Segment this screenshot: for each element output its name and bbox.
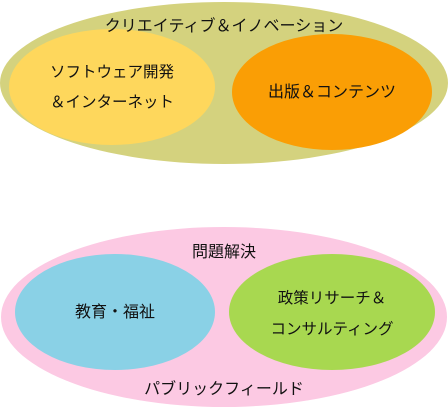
problem-solving-text: 問題解決 <box>191 242 256 261</box>
software-line-1: ソフトウェア開発 <box>49 63 174 81</box>
education-welfare-label: 教育・福祉 <box>15 300 215 324</box>
software-internet-ellipse <box>9 29 215 145</box>
education-welfare-ellipse <box>15 254 215 370</box>
problem-solving-label: 問題解決 <box>0 240 448 264</box>
public-field-label: パブリックフィールド <box>0 377 448 401</box>
policy-consulting-label: 政策リサーチ＆ コンサルティング <box>229 283 435 345</box>
education-line-1: 教育・福祉 <box>74 302 155 321</box>
public-field-text: パブリックフィールド <box>144 379 304 398</box>
policy-line-2: コンサルティング <box>270 320 394 338</box>
creative-innovation-text: クリエイティブ＆イノベーション <box>104 16 344 35</box>
software-line-2: ＆インターネット <box>49 93 174 111</box>
creative-innovation-label: クリエイティブ＆イノベーション <box>0 14 448 39</box>
policy-consulting-ellipse <box>229 254 435 370</box>
publishing-content-label: 出版＆コンテンツ <box>232 80 432 104</box>
publishing-content-ellipse <box>232 34 432 150</box>
software-internet-label: ソフトウェア開発 ＆インターネット <box>12 57 212 117</box>
publishing-line-1: 出版＆コンテンツ <box>267 82 396 101</box>
policy-line-1: 政策リサーチ＆ <box>277 289 387 307</box>
